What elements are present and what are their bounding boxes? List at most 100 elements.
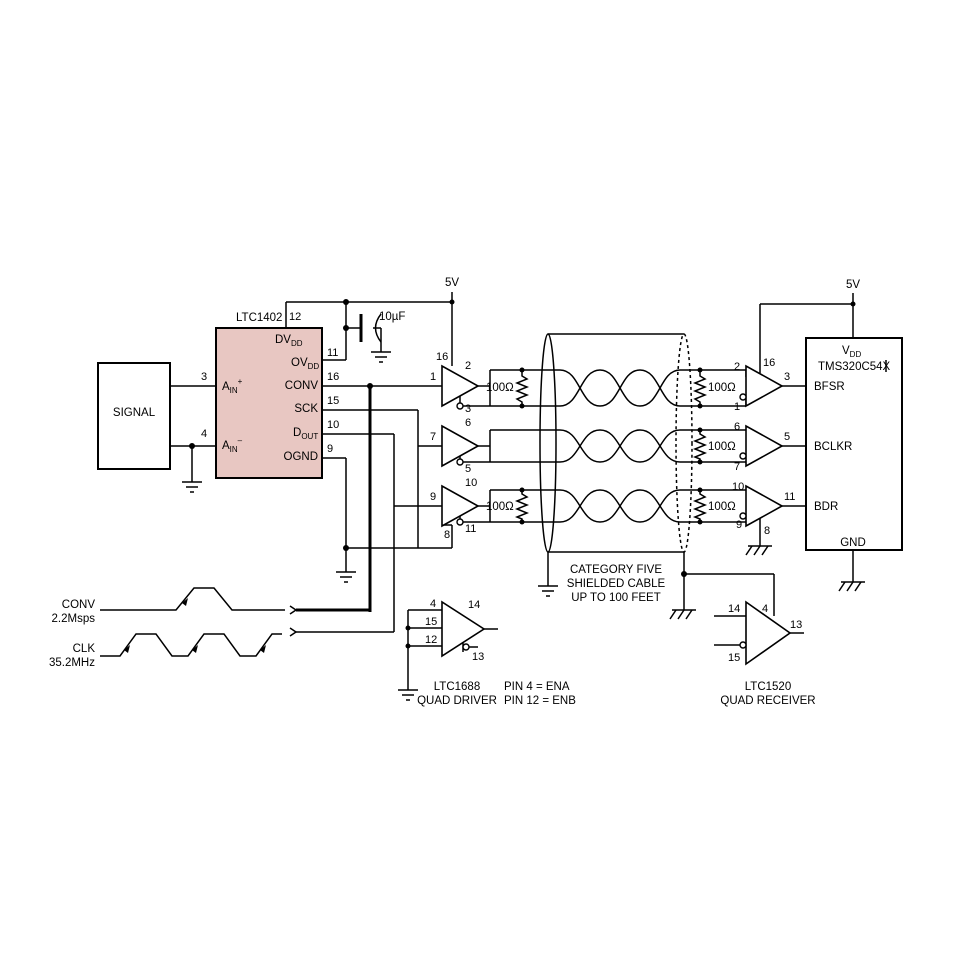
receiver-1-out-pin: 3 — [784, 371, 790, 383]
pin-number-ain-plus: 3 — [201, 371, 207, 383]
adc-chip — [215, 327, 323, 479]
resistor-driver-1 — [514, 367, 530, 409]
legend-driver-b-pin: 12 — [425, 634, 437, 646]
legend-driver-out-p-pin: 14 — [468, 599, 480, 611]
driver-gnd-pin: 8 — [444, 529, 450, 541]
conv-connector — [289, 605, 298, 615]
receiver-3-in-p-pin: 10 — [732, 481, 744, 493]
resistor-receiver-3-value: 100Ω — [708, 501, 736, 513]
adc-pin-ain-plus: AIN+ — [222, 377, 243, 395]
signal-box — [97, 362, 171, 470]
legend-receiver — [714, 600, 804, 666]
adc-pin-conv: CONV — [285, 380, 319, 392]
dsp-pin-bclkr: BCLKR — [814, 441, 852, 453]
clk-edge-arrow — [260, 645, 266, 653]
resistor-driver-3 — [514, 487, 530, 525]
receiver-3-out-pin: 11 — [784, 491, 795, 503]
ground-symbol — [371, 351, 391, 363]
resistor-receiver-2-value: 100Ω — [708, 441, 736, 453]
legend-receiver-part: LTC1520 — [745, 681, 791, 693]
adc-part-label: LTC1402 — [236, 312, 282, 324]
dsp-pin-bfsr: BFSR — [814, 381, 845, 393]
clk-connector — [289, 627, 298, 637]
dsp-pin-bdr: BDR — [814, 501, 838, 513]
dsp-part-label: TMS320C54X — [818, 361, 891, 373]
driver-3-in-pin: 9 — [430, 491, 436, 503]
conv-input-rate: 2.2Msps — [52, 613, 96, 625]
pin-number-conv: 16 — [327, 371, 339, 383]
driver-2-out-p-pin: 6 — [465, 417, 471, 429]
legend-receiver-desc: QUAD RECEIVER — [720, 695, 815, 707]
resistor-receiver-3 — [692, 487, 708, 525]
conv-edge-arrow — [182, 598, 188, 606]
chassis-ground-symbol — [838, 581, 865, 592]
legend-driver-note-ena: PIN 4 = ENA — [504, 681, 570, 693]
twisted-pair-3 — [489, 489, 746, 523]
chassis-ground-symbol — [745, 545, 772, 556]
ground-symbol — [336, 571, 356, 583]
clk-waveform — [100, 633, 282, 657]
dsp-chip — [805, 337, 903, 551]
driver-1-out-n-pin: 3 — [465, 403, 471, 415]
adc-pin-ovdd: OVDD — [291, 357, 319, 371]
adc-pin-dout: DOUT — [293, 427, 318, 441]
driver-2 — [441, 424, 490, 468]
legend-receiver-en-pin: 4 — [762, 603, 768, 615]
legend-driver — [398, 600, 498, 701]
pin-number-dvdd: 12 — [289, 311, 301, 323]
pin-number-dout: 10 — [327, 419, 339, 431]
receiver-1-in-p-pin: 2 — [734, 361, 740, 373]
legend-receiver-in-n-pin: 15 — [728, 652, 740, 664]
cable-label-line1: CATEGORY FIVE — [570, 564, 662, 576]
capacitor-value: 10µF — [379, 311, 405, 323]
signal-label: SIGNAL — [113, 407, 156, 419]
legend-receiver-out-pin: 13 — [790, 619, 802, 631]
driver-3-out-n-pin: 11 — [465, 523, 476, 535]
receiver-3 — [739, 484, 806, 528]
driver-3-out-p-pin: 10 — [465, 477, 477, 489]
driver-1-in-pin: 1 — [430, 371, 436, 383]
adc-pin-dvdd: DVDD — [275, 334, 303, 348]
driver-3 — [441, 484, 490, 528]
dsp-pin-gnd: GND — [840, 537, 866, 549]
receiver-gnd-pin: 8 — [764, 525, 770, 537]
receiver-1-in-n-pin: 1 — [734, 401, 740, 413]
cable-shield-left — [539, 333, 557, 553]
cable-label-line2: SHIELDED CABLE — [567, 578, 666, 590]
driver-2-out-n-pin: 5 — [465, 463, 471, 475]
legend-driver-part: LTC1688 — [434, 681, 480, 693]
conv-input-name: CONV — [62, 599, 96, 611]
resistor-receiver-2 — [692, 427, 708, 465]
adc-pin-ain-minus: AIN– — [222, 436, 243, 454]
twisted-pair-2 — [489, 429, 746, 463]
legend-receiver-in-p-pin: 14 — [728, 603, 740, 615]
legend-driver-out-n-pin: 13 — [472, 651, 484, 663]
receiver-vcc-pin: 16 — [763, 357, 775, 369]
chassis-ground-symbol — [669, 609, 696, 620]
dsp-vdd: VDD — [842, 345, 861, 359]
driver-1-out-p-pin: 2 — [465, 360, 471, 372]
pin-number-ovdd: 11 — [327, 347, 338, 359]
adc-pin-ognd: OGND — [284, 451, 319, 463]
conv-waveform — [100, 587, 285, 611]
driver-2-in-pin: 7 — [430, 431, 436, 443]
pin-number-ognd: 9 — [327, 443, 333, 455]
legend-driver-desc: QUAD DRIVER — [417, 695, 497, 707]
pin-number-sck: 15 — [327, 395, 339, 407]
resistor-receiver-1-value: 100Ω — [708, 382, 736, 394]
clk-input-rate: 35.2MHz — [49, 657, 95, 669]
clk-edge-arrow — [124, 645, 130, 653]
supply-right-label: 5V — [846, 279, 860, 291]
receiver-2 — [739, 424, 806, 468]
cable-shield-right — [675, 333, 693, 553]
legend-driver-a-pin: 15 — [425, 616, 437, 628]
adc-pin-sck: SCK — [294, 403, 318, 415]
legend-driver-ena-pin: 4 — [430, 598, 436, 610]
pin-number-ain-minus: 4 — [201, 428, 207, 440]
receiver-2-in-n-pin: 7 — [734, 461, 740, 473]
driver-vcc-pin: 16 — [436, 351, 448, 363]
resistor-driver-3-value: 100Ω — [486, 501, 514, 513]
receiver-1 — [739, 364, 806, 408]
cable-label-line3: UP TO 100 FEET — [571, 592, 660, 604]
